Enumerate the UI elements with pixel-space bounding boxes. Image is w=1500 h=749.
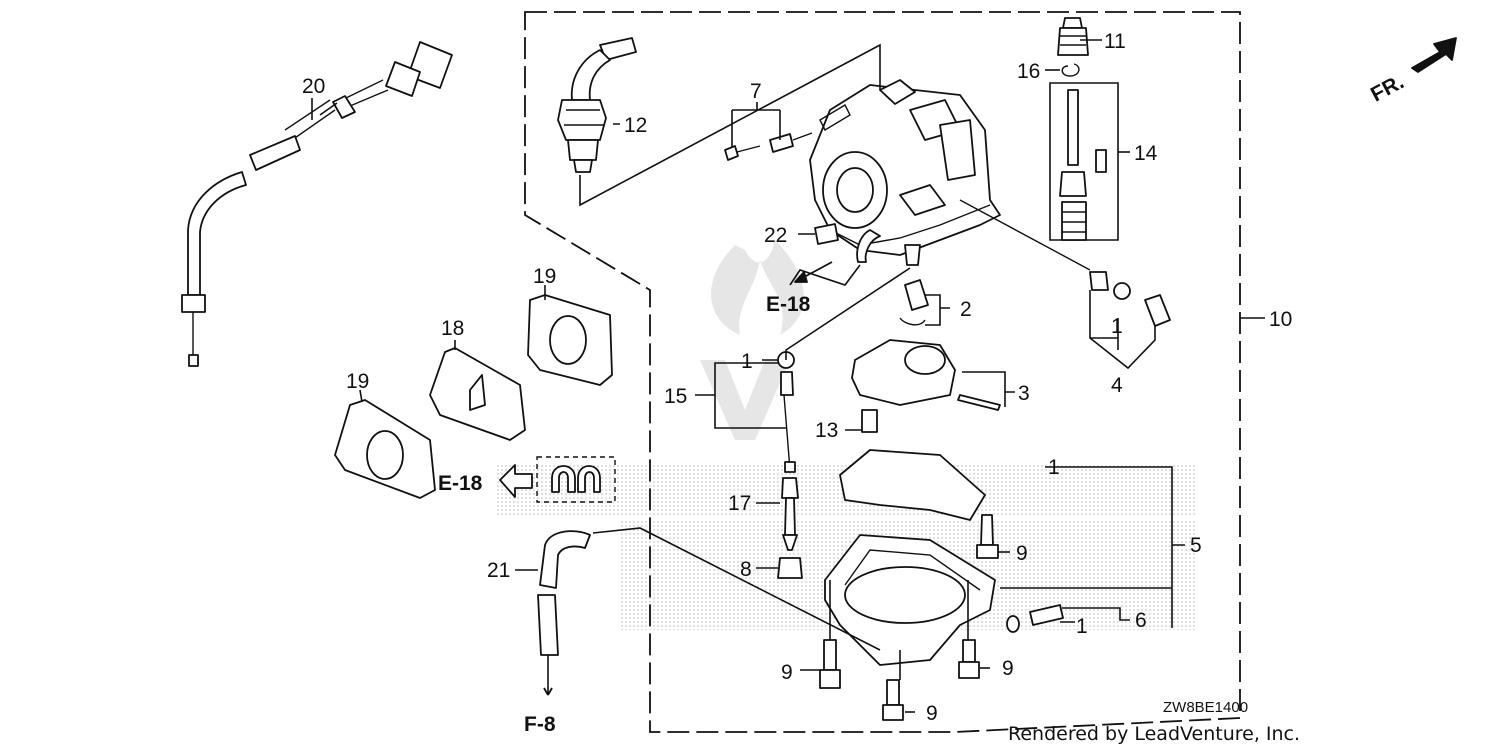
label-5: 5 <box>1190 534 1202 557</box>
ref-fr: FR. <box>1367 70 1408 106</box>
ref-e18-top: E-18 <box>766 293 811 316</box>
part-21-hose <box>537 530 591 656</box>
label-2: 2 <box>960 298 972 321</box>
label-9-left: 9 <box>781 661 793 684</box>
part-3-float <box>851 339 1001 411</box>
credit-text: Rendered by LeadVenture, Inc. <box>1008 723 1300 745</box>
part-22-screw <box>814 223 839 245</box>
part-16-clip <box>1061 63 1080 77</box>
carburetor-body <box>809 79 1091 271</box>
label-17: 17 <box>728 492 751 515</box>
ref-e18-left: E-18 <box>438 472 483 495</box>
part-7-screws <box>724 132 813 161</box>
label-11: 11 <box>1104 30 1126 53</box>
leader-lines <box>311 39 1265 713</box>
part-4-screw-set <box>1089 271 1171 370</box>
diagram-code: ZW8BE1400 <box>1163 699 1248 716</box>
label-20: 20 <box>302 75 325 98</box>
label-19-lower: 19 <box>346 370 369 393</box>
label-1-gasket: 1 <box>1048 456 1060 479</box>
part-11-valve <box>1057 17 1089 56</box>
part-13-screw <box>861 409 878 433</box>
label-9-bottom: 9 <box>926 702 938 725</box>
part-6-drain-screw <box>1006 604 1064 633</box>
label-22: 22 <box>764 224 787 247</box>
part-17-nozzle <box>781 477 799 551</box>
label-15: 15 <box>664 385 687 408</box>
label-1-right: 1 <box>1111 315 1123 338</box>
part-19-insulator-upper <box>527 294 613 386</box>
float-chamber <box>824 534 996 666</box>
label-8: 8 <box>740 558 752 581</box>
part-20-choke-cable <box>181 41 453 367</box>
part-8-jet <box>777 557 803 579</box>
e18-left-arrow <box>499 464 533 498</box>
label-6: 6 <box>1135 609 1147 632</box>
part-18-insulator <box>429 347 526 441</box>
fr-arrow-icon <box>1411 37 1457 73</box>
clamp-inset <box>536 456 616 503</box>
e18-top-arrow <box>794 261 833 283</box>
part-2-float-valve <box>899 279 929 326</box>
part-14-needle-set <box>1049 82 1119 241</box>
part-19-insulator-lower <box>334 399 436 499</box>
part-9-screws <box>819 514 999 721</box>
label-18: 18 <box>441 317 464 340</box>
label-16: 16 <box>1017 60 1040 83</box>
label-9-right: 9 <box>1002 657 1014 680</box>
label-4: 4 <box>1111 374 1123 397</box>
label-13: 13 <box>815 419 838 442</box>
assembly-outline <box>524 11 1241 733</box>
label-10: 10 <box>1269 308 1292 331</box>
part-12-fuel-hose <box>557 37 637 173</box>
label-1-left: 1 <box>741 350 753 373</box>
label-19-upper: 19 <box>533 265 556 288</box>
part-1-gasket <box>839 449 986 521</box>
label-14: 14 <box>1134 142 1158 165</box>
label-1-drain: 1 <box>1076 615 1088 638</box>
label-9-top: 9 <box>1016 542 1028 565</box>
label-12: 12 <box>624 114 647 137</box>
label-21: 21 <box>487 559 510 582</box>
label-7: 7 <box>750 80 762 103</box>
label-3: 3 <box>1018 382 1030 405</box>
ref-f8: F-8 <box>524 713 556 736</box>
part-numbers: 20 12 7 11 16 14 22 2 1 4 10 3 1 15 13 1… <box>302 30 1292 725</box>
